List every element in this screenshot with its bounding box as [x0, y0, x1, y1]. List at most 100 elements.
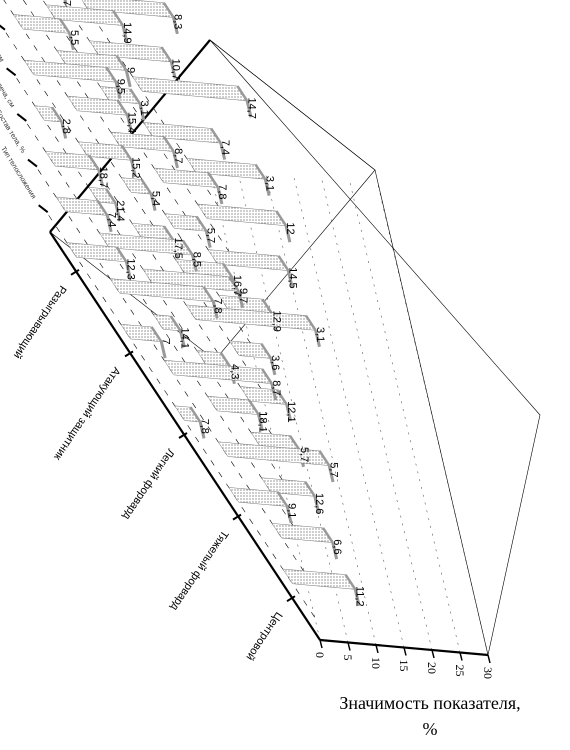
bar-top — [284, 225, 292, 243]
value-label: 6,6 — [331, 539, 343, 554]
bar-edge — [207, 172, 220, 189]
value-tick-label: 15 — [397, 660, 411, 672]
bar-edge — [227, 275, 240, 293]
bar-top — [257, 414, 264, 432]
parameter-tick — [38, 204, 49, 213]
bar-top — [124, 70, 132, 88]
value-label: 9,5 — [114, 79, 126, 94]
bar-edge — [288, 434, 301, 452]
bar-top — [269, 358, 277, 376]
bar-top — [68, 32, 75, 51]
chart-frame — [49, 39, 541, 657]
bar-edge — [129, 88, 142, 105]
value-label: 5,5 — [68, 30, 80, 45]
position-label: Легкий форвард — [120, 446, 177, 522]
value-label: 18,7 — [97, 167, 109, 188]
position-label: Тяжелый форвард — [168, 528, 231, 613]
value-label: 7,8 — [198, 419, 210, 434]
bar — [132, 76, 248, 102]
bar-edge — [260, 343, 273, 360]
bar-edge — [247, 399, 260, 416]
parameter-tick — [6, 67, 17, 77]
bar-top — [149, 193, 157, 211]
bar-edge — [169, 315, 182, 332]
value-label: 7,4 — [105, 212, 117, 227]
bar-top — [270, 383, 278, 401]
value-label: 5,7 — [205, 228, 217, 243]
bar-top — [331, 542, 339, 560]
value-label: 9,7 — [237, 288, 249, 303]
value-label: 17,5 — [172, 238, 184, 259]
value-label: 3,1 — [138, 100, 150, 115]
bar-top — [216, 187, 224, 205]
bar-edge — [88, 154, 100, 171]
value-tick — [459, 652, 463, 661]
value-tick-label: 10 — [369, 657, 383, 669]
bar-top — [285, 506, 293, 524]
bar-edge — [275, 210, 288, 227]
bar-top — [191, 254, 198, 272]
bar-top — [313, 496, 321, 514]
value-tick-label: 30 — [481, 667, 495, 679]
bar-edge — [115, 55, 128, 72]
value-label: 8,5 — [191, 252, 203, 267]
parameter-tick — [0, 24, 6, 31]
bar-edge — [219, 352, 232, 369]
parameter-tick — [27, 158, 38, 168]
value-label: 15,4 — [126, 112, 138, 133]
value-label: 21,4 — [114, 200, 126, 221]
value-grid-line — [349, 182, 461, 653]
value-label: 18,1 — [257, 411, 269, 432]
grid-line — [12, 72, 283, 481]
bar — [196, 203, 287, 227]
position-label: Разыгрывающий — [11, 283, 69, 361]
bar-top — [138, 103, 146, 121]
value-label: 12,1 — [285, 401, 297, 422]
bar-top — [169, 61, 177, 79]
parameter-label: Тип телосложения — [0, 146, 37, 201]
value-grid-line — [209, 169, 321, 641]
value-label: 14,7 — [245, 97, 257, 118]
bar-edge — [304, 480, 316, 498]
grid-line — [44, 209, 315, 618]
position-label: Центровой — [243, 610, 284, 663]
bar-top — [314, 329, 321, 348]
bar-top — [327, 465, 335, 483]
value-grid-line — [321, 179, 433, 651]
bar-edge — [276, 491, 289, 508]
value-label: 8,7 — [172, 148, 184, 163]
value-grid-line — [293, 177, 405, 648]
bar-top — [63, 0, 68, 5]
bar-edge — [181, 239, 194, 256]
position-tick — [232, 513, 242, 521]
value-label: 5,7 — [327, 462, 339, 477]
bar — [271, 523, 334, 543]
value-tick-label: 25 — [453, 665, 467, 677]
bar-edge — [162, 136, 175, 153]
value-label: 8,7 — [270, 380, 282, 395]
bar-top — [159, 341, 167, 359]
value-grid-line — [377, 184, 489, 656]
value-label: 14,1 — [179, 327, 191, 348]
bar-edge — [275, 389, 288, 406]
bar-edge — [261, 368, 273, 385]
bar-edge — [96, 200, 109, 217]
grid-line — [33, 163, 305, 572]
value-tick — [375, 644, 379, 654]
bar-edge — [277, 255, 290, 272]
bar-top — [172, 151, 179, 169]
bar-edge — [210, 127, 222, 144]
value-label: 4,3 — [229, 364, 241, 379]
position-tick — [124, 350, 134, 358]
bar-top — [121, 25, 129, 43]
value-label: 14,9 — [121, 22, 133, 43]
value-tick — [403, 647, 407, 656]
value-label: 3,1 — [314, 327, 326, 342]
bar-edge — [221, 262, 234, 279]
value-tick-label: 0 — [313, 652, 327, 658]
bar-top — [97, 169, 105, 187]
value-label: 8,3 — [172, 14, 184, 29]
value-tick — [487, 654, 491, 664]
bar-edge — [202, 286, 215, 303]
